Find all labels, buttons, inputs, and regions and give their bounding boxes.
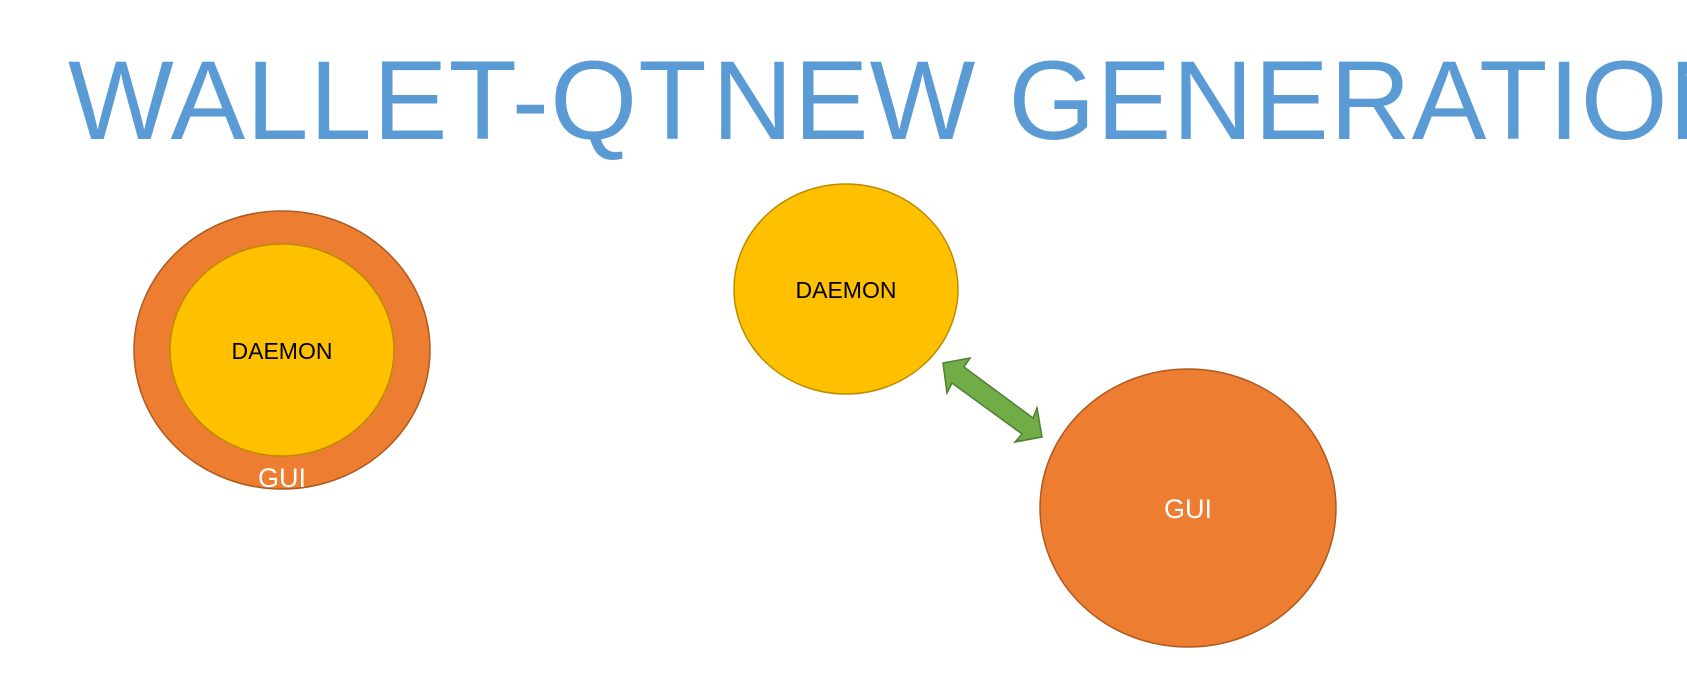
- new-gen-daemon-ellipse: [733, 183, 959, 395]
- wallet-qt-daemon-label: DAEMON: [232, 338, 333, 364]
- new-gen-gui-ellipse: [1039, 368, 1337, 648]
- new-generation-group: DAEMON GUI: [733, 183, 1337, 648]
- wallet-qt-group: DAEMON GUI: [133, 210, 431, 493]
- wallet-qt-gui-label: GUI: [258, 463, 306, 493]
- bidirectional-arrow-icon: [942, 356, 1043, 444]
- new-gen-daemon-label: DAEMON: [796, 277, 897, 303]
- new-generation-title: NEW GENERATION: [712, 38, 1687, 163]
- wallet-qt-daemon-ellipse: [169, 243, 395, 457]
- wallet-qt-title: WALLET-QT: [68, 38, 708, 163]
- new-gen-gui-label: GUI: [1164, 494, 1212, 524]
